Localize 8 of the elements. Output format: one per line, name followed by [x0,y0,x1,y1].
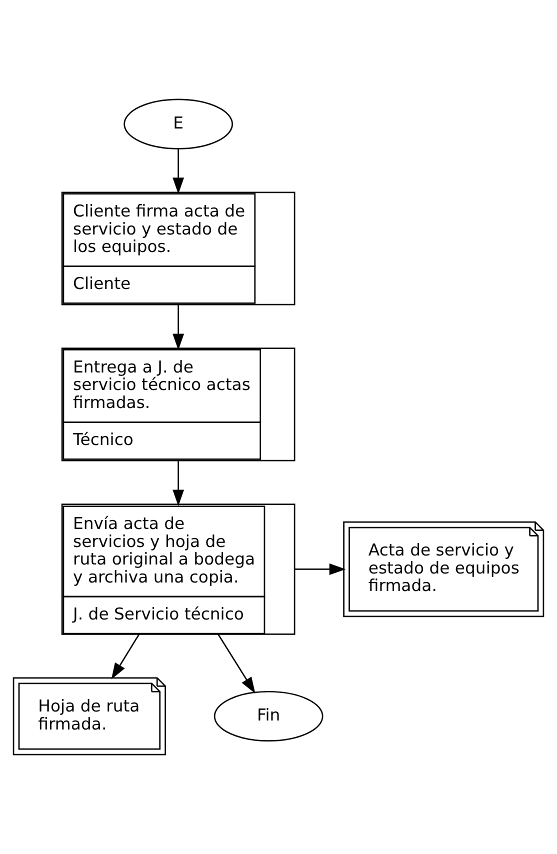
arrow [172,148,184,194]
arrow [172,304,184,350]
arrow [172,460,184,506]
node-ellipse: E [124,98,234,150]
arrow [111,634,140,680]
arrow [294,563,346,575]
arrow [218,634,256,694]
node-ellipse: Fin [214,690,324,742]
